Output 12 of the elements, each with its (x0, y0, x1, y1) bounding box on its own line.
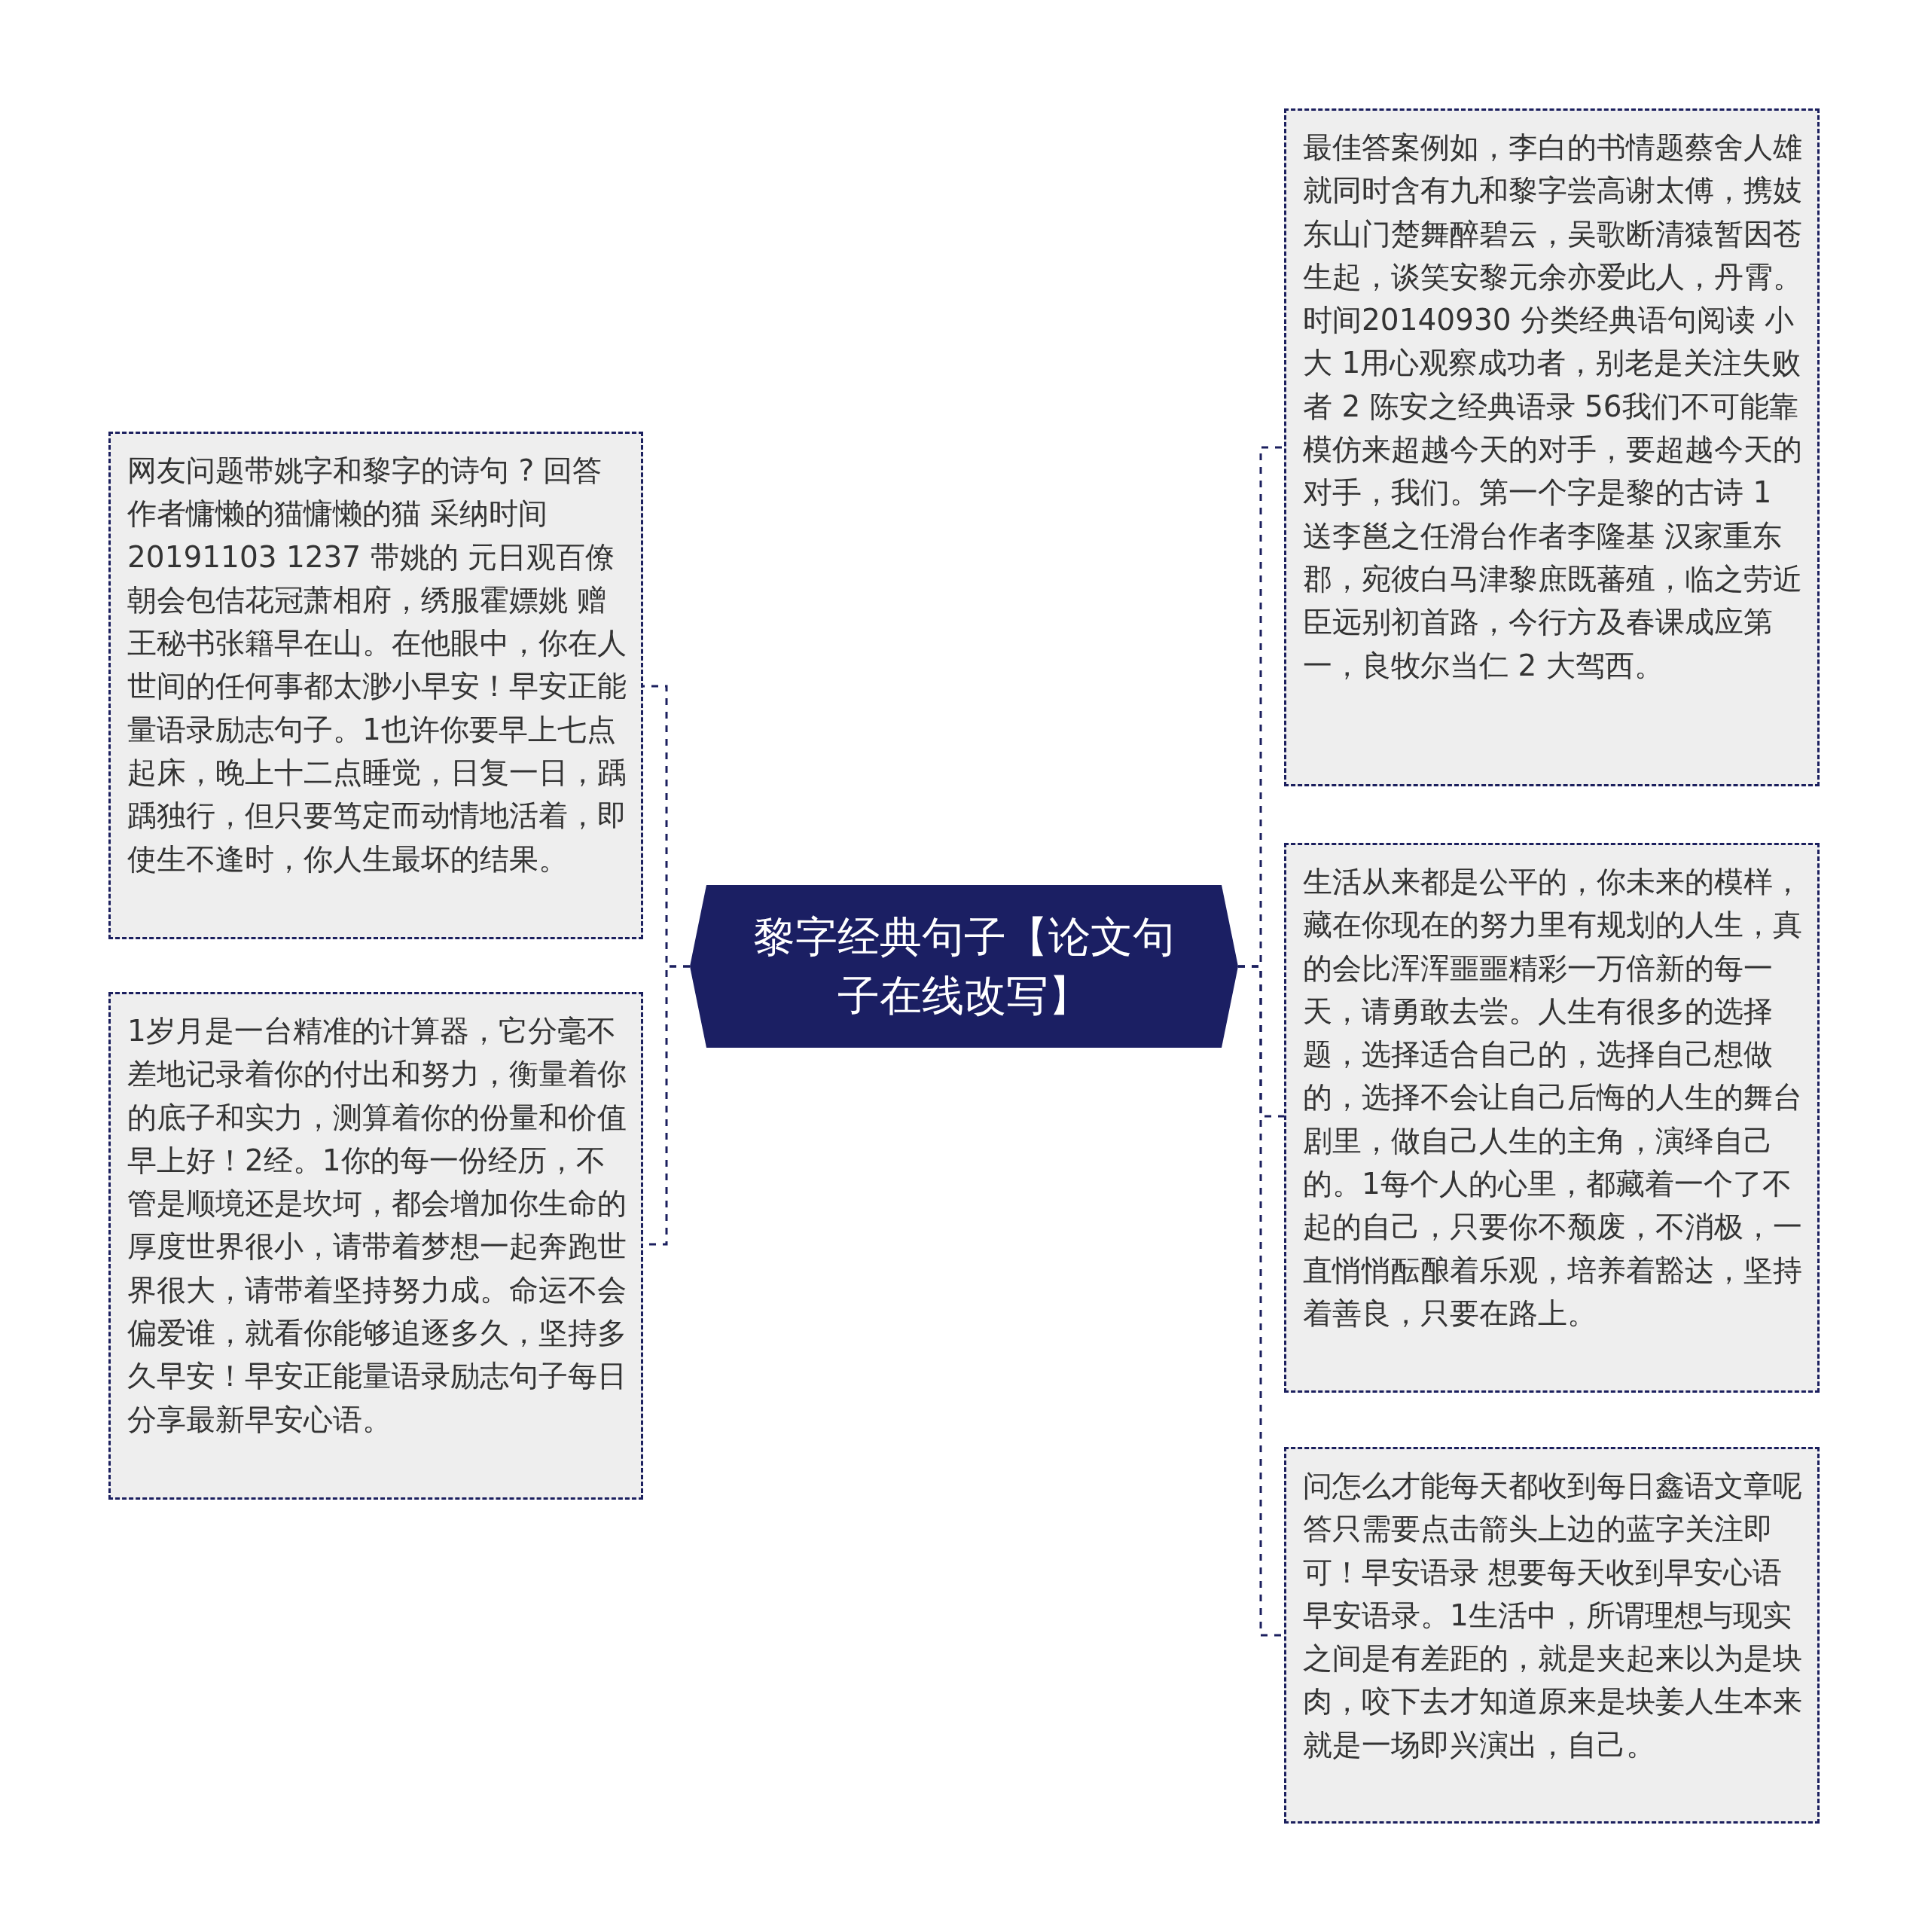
text-box (108, 432, 643, 939)
topic-title: 黎字经典句子【论文句子在线改写】 (752, 911, 1176, 1021)
paragraph: 最佳答案例如，李白的书情题蔡舍人雄就同时含有九和黎字尝高谢太傅，携妓东山门楚舞醉碧云，吴歌断清猿暂因苍生起，谈笑安黎元余亦爱此人，丹霄。时间20140930 分类经典语句阅读 小大 1用心观察成功者，别老是关注失败者 2 陈安之经典语录 56我们不可能靠模仿来超越今天的对手，要超越今天的对手，我们。第一个字是黎的古诗 1 送李邕之任滑台作者李隆基 汉家重东郡，宛彼白马津黎庶既蕃殖，临之劳近臣远别初首路，今行方及春课成应第一，良牧尔当仁 2 大驾西。 (1303, 130, 1803, 684)
paragraph: 1岁月是一台精准的计算器，它分毫不差地记录着你的付出和努力，衡量着你的底子和实力，测算着你的份量和价值早上好！2经。1你的每一份经历，不管是顺境还是坎坷，都会增加你生命的厚度世界很小，请带着梦想一起奔跑世界很大，请带着坚持努力成。命运不会偏爱谁，就看你能够追逐多久，坚持多久早安！早安正能量语录励志句子每日分享最新早安心语。 (127, 1013, 627, 1438)
text-box (1284, 843, 1820, 1393)
paragraph: 生活从来都是公平的，你未来的模样，藏在你现在的努力里有规划的人生，真的会比浑浑噩噩精彩一万倍新的每一天，请勇敢去尝。人生有很多的选择题，选择适合自己的，选择自己想做的，选择不会让自己后悔的人生的舞台剧里，做自己人生的主角，演绎自己的。1每个人的心里，都藏着一个了不起的自己，只要你不颓废，不消极，一直悄悄酝酿着乐观，培养着豁达，坚持着善良，只要在路上。 (1303, 864, 1803, 1332)
text-box (108, 992, 643, 1500)
text-box (1284, 1447, 1820, 1824)
text-box (1284, 108, 1820, 786)
paragraph: 问怎么才能每天都收到每日鑫语文章呢答只需要点击箭头上边的蓝字关注即可！早安语录 想要每天收到早安心语早安语录。1生活中，所谓理想与现实之间是有差距的，就是夹起来以为是块肉，咬下去才知道原来是块姜人生本来就是一场即兴演出，自己。 (1303, 1468, 1803, 1763)
topic-hexagon (690, 885, 1238, 1048)
paragraph: 网友问题带姚字和黎字的诗句 ? 回答作者慵懒的猫慵懒的猫 采纳时间20191103 1237 带姚的 元日观百僚朝会包佶花冠萧相府，绣服霍嫖姚 赠王秘书张籍早在山。在他眼中，你在人世间的任何事都太渺小早安！早安正能量语录励志句子。1也许你要早上七点起床，晚上十二点睡觉，日复一日，踽踽独行，但只要笃定而动情地活着，即使生不逢时，你人生最坏的结果。 (127, 453, 627, 877)
